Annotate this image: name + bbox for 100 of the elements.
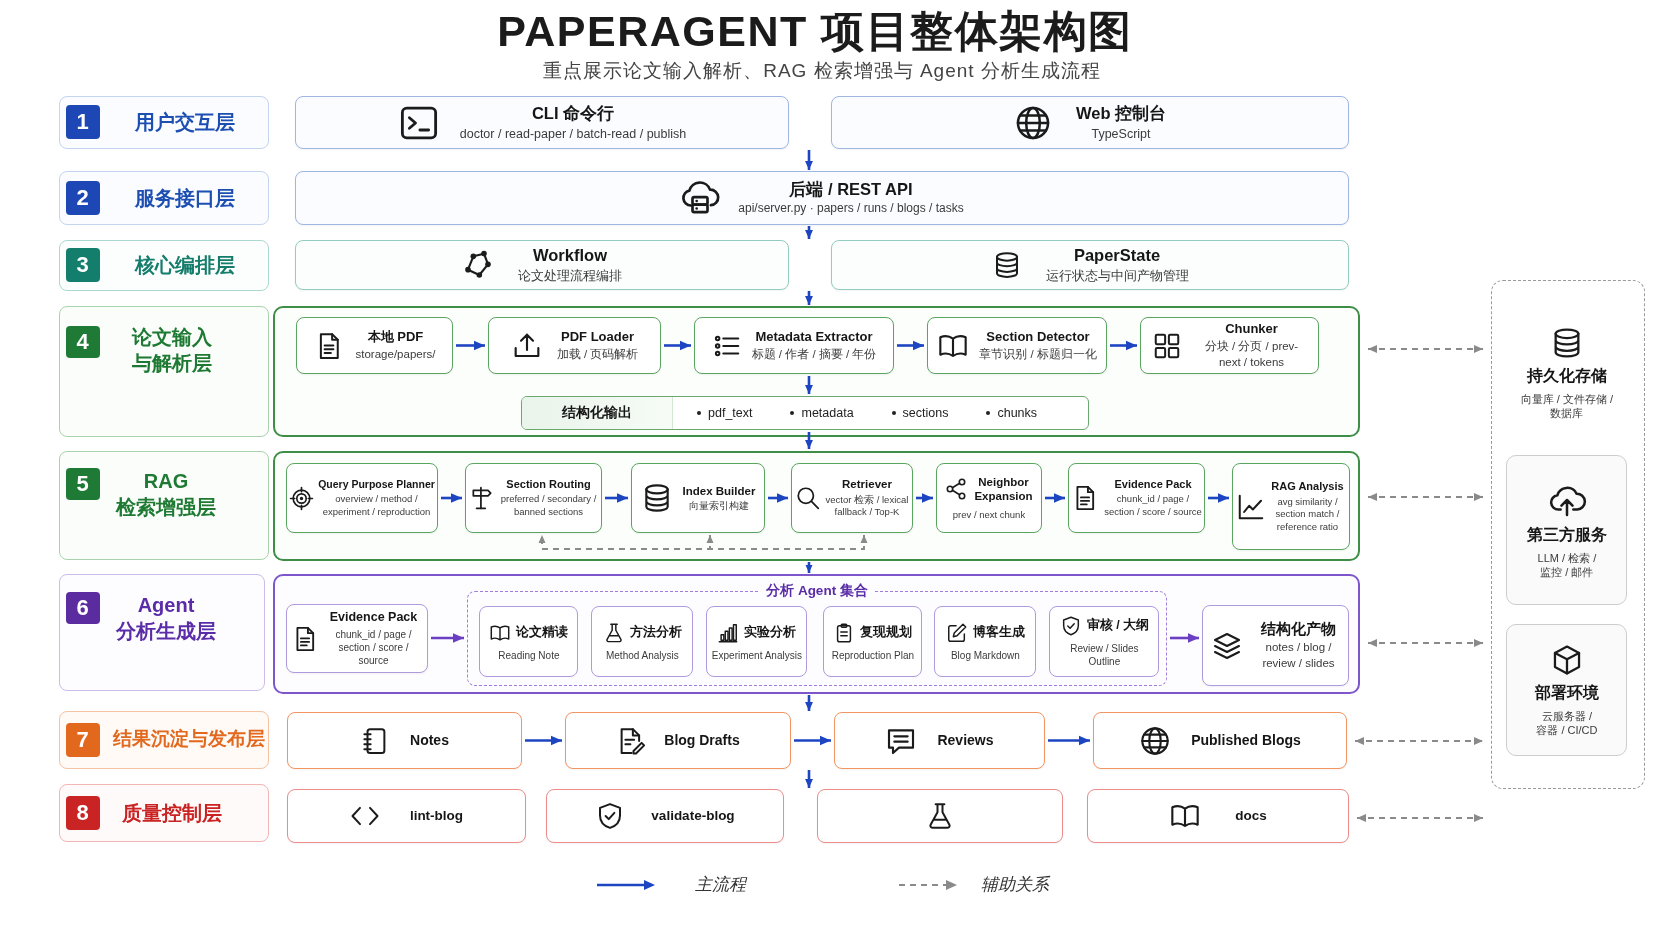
box-title: PDF Loader — [561, 328, 634, 346]
arrow — [664, 340, 691, 351]
box-subtitle: 论文处理流程编排 — [518, 268, 622, 285]
number-badge: 6 — [65, 591, 100, 624]
double-arrow — [1367, 639, 1484, 647]
component-box — [1068, 463, 1205, 533]
layer-title: 核心编排层 — [135, 253, 235, 278]
component-box — [1232, 463, 1350, 550]
double-arrow — [1367, 345, 1484, 353]
service-box — [1506, 455, 1628, 606]
component-box — [1140, 317, 1319, 374]
layer-panel — [59, 451, 269, 560]
component-box — [834, 712, 1045, 769]
box-subtitle: chunk_id / page / section / score / source — [1104, 493, 1202, 519]
arrow — [805, 432, 813, 449]
layer-container — [273, 306, 1360, 437]
box-subtitle: preferred / secondary / banned sections — [499, 493, 598, 519]
box-title: 部署环境 — [1534, 683, 1599, 703]
box-title: Reviews — [937, 731, 994, 750]
arrow — [1170, 633, 1199, 643]
layer-title: 服务接口层 — [135, 185, 235, 211]
box-title: 方法分析 — [629, 625, 682, 641]
component-box — [591, 606, 694, 678]
arrow — [456, 340, 485, 351]
layer-container — [273, 574, 1360, 694]
layer-title: 结果沉淀与发布层 — [113, 727, 265, 752]
double-arrow — [538, 534, 868, 550]
box-title: 博客生成 — [972, 625, 1025, 641]
box-title: 结构化产物 — [1261, 620, 1336, 639]
number-badge: 4 — [65, 325, 100, 358]
box-subtitle: TypeScript — [1091, 125, 1151, 143]
box-subtitle: Blog Markdown — [950, 648, 1020, 662]
box-subtitle: storage/papers/ — [355, 347, 436, 363]
box-title: Notes — [410, 731, 449, 750]
arrow — [805, 150, 813, 170]
component-box — [488, 317, 661, 374]
output-bar — [521, 396, 1089, 430]
box-title: Neighbor Expansion — [973, 474, 1034, 504]
box-title: validate-blog — [651, 807, 735, 825]
layer-container — [273, 451, 1360, 561]
component-box — [927, 317, 1107, 374]
list-item: chunks — [997, 406, 1038, 420]
box-title: 论文精读 — [516, 625, 569, 641]
box-title: Workflow — [533, 245, 607, 267]
box-title: RAG Analysis — [1271, 479, 1344, 494]
component-box — [1202, 605, 1349, 686]
list-item: sections — [902, 406, 949, 420]
layer-panel — [59, 306, 269, 437]
box-title: Section Detector — [986, 328, 1090, 346]
box-subtitle: prev / next chunk — [952, 508, 1026, 522]
box-subtitle: 加载 / 页码解析 — [556, 347, 639, 363]
component-box — [1049, 606, 1160, 678]
arrow — [805, 376, 813, 394]
box-subtitle: Reproduction Plan — [831, 648, 915, 662]
box-title: Section Routing — [506, 477, 591, 492]
box-title: 审核 / 大纲 — [1086, 618, 1150, 634]
box-subtitle: 云服务器 / 容器 / CI/CD — [1535, 708, 1599, 738]
double-arrow — [1356, 814, 1484, 822]
box-subtitle: Reading Note — [498, 648, 560, 662]
box-title: 本地 PDF — [367, 328, 424, 346]
component-box — [831, 240, 1349, 290]
box-title: Query Purpose Planner — [318, 477, 435, 492]
output-heading: 结构化输出 — [522, 397, 673, 429]
box-subtitle: Review / Slides Outline — [1069, 642, 1140, 669]
box-title: Evidence Pack — [329, 609, 418, 626]
arrow — [805, 226, 813, 239]
arrow — [431, 633, 464, 643]
box-subtitle: Experiment Analysis — [711, 648, 802, 662]
box-title: lint-blog — [409, 807, 464, 825]
box-subtitle: vector 检索 / lexical fallback / Top-K — [825, 493, 909, 519]
number-badge: 5 — [65, 467, 100, 500]
component-box — [286, 604, 428, 673]
legend-text: 辅助关系 — [981, 874, 1049, 896]
arrow — [794, 735, 831, 746]
box-subtitle: api/server.py · papers / runs / blogs / tasks — [738, 201, 964, 218]
component-box — [286, 463, 438, 533]
box-subtitle: 标题 / 作者 / 摘要 / 年份 — [751, 347, 877, 363]
component-box — [295, 171, 1349, 225]
box-title: 持久化存储 — [1526, 366, 1607, 386]
layer-title: RAG 检索增强层 — [116, 469, 216, 520]
box-title: 第三方服务 — [1526, 525, 1607, 545]
layer-panel — [59, 784, 269, 842]
component-box — [934, 606, 1037, 678]
box-subtitle: overview / method / experiment / reproduction — [321, 493, 432, 519]
layer-title: Agent 分析生成层 — [116, 593, 216, 644]
title: PAPERAGENT 项目整体架构图 — [497, 6, 1133, 57]
layer-panel — [59, 96, 269, 149]
layer-title: 论文输入与解析层 — [131, 325, 213, 376]
component-box — [546, 789, 784, 843]
arrow — [805, 562, 813, 573]
box-subtitle: chunk_id / page / section / score / source — [334, 627, 413, 668]
component-box — [823, 606, 923, 678]
box-title: Web 控制台 — [1075, 102, 1167, 124]
number-badge: 3 — [65, 247, 100, 282]
legend-text: 主流程 — [695, 874, 746, 896]
double-arrow — [1354, 737, 1484, 745]
component-box — [791, 463, 913, 533]
component-box — [1087, 789, 1349, 843]
arrow — [1208, 493, 1229, 503]
box-subtitle: 运行状态与中间产物管理 — [1045, 268, 1189, 285]
